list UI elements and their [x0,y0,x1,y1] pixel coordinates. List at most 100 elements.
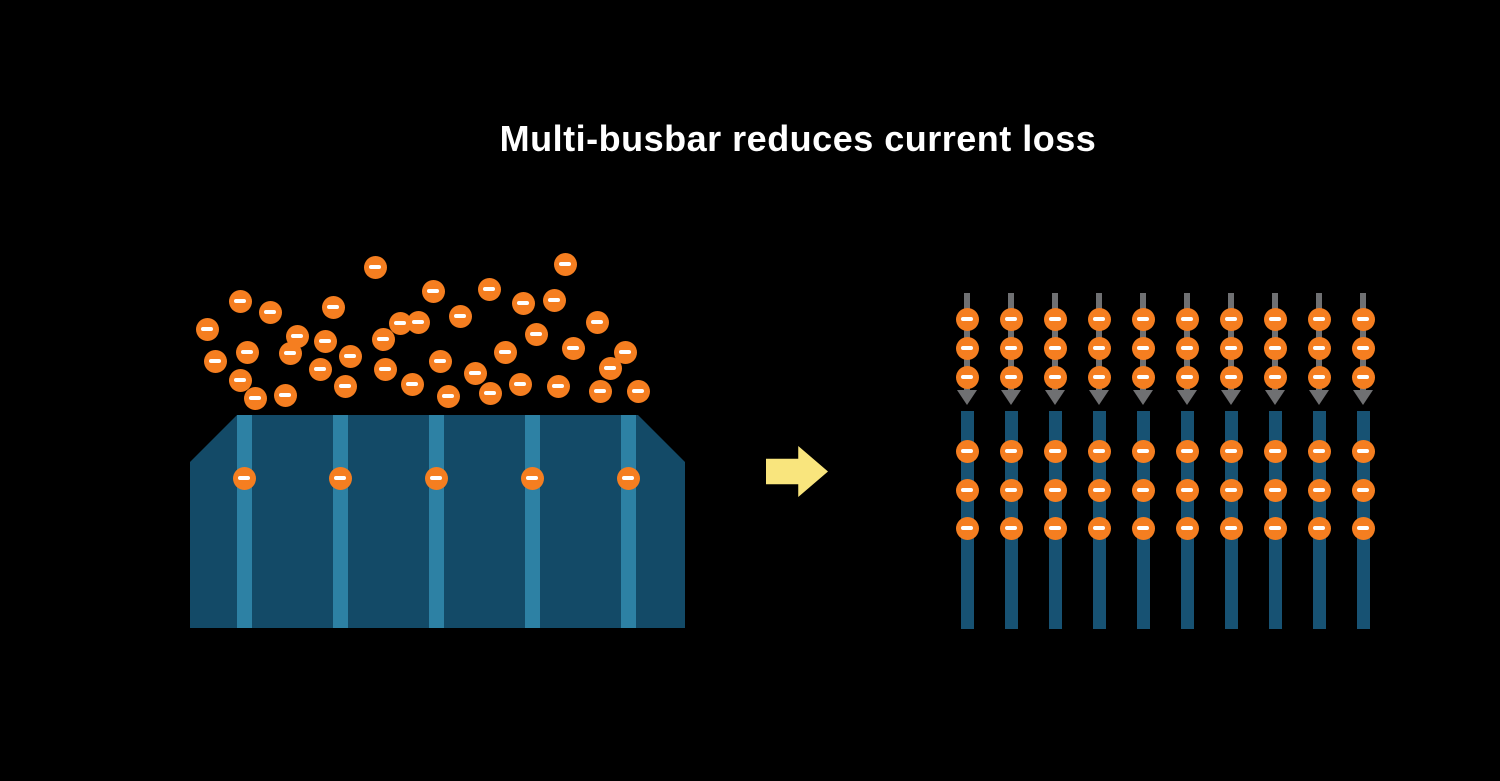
electron-icon [273,383,297,407]
electron-icon [1307,516,1331,540]
minus-icon [603,366,617,370]
minus-icon [1048,526,1062,530]
electron-icon [1131,439,1155,463]
electron-icon [1175,365,1199,389]
minus-icon [1136,375,1150,379]
electron-icon [1087,365,1111,389]
minus-icon [1312,526,1326,530]
electron-icon [232,466,256,490]
electron-icon [999,439,1023,463]
current-arrow-head-icon [1133,390,1153,405]
minus-icon [1180,346,1194,350]
electron-icon [1307,365,1331,389]
electron-icon [493,340,517,364]
minus-icon [513,382,527,386]
minus-icon [393,321,407,325]
electron-icon [1087,336,1111,360]
electron-icon [1263,365,1287,389]
current-arrow-head-icon [1309,390,1329,405]
minus-icon [566,346,580,350]
minus-icon [208,359,222,363]
minus-icon [313,367,327,371]
electron-icon [1263,516,1287,540]
electron-icon [371,327,395,351]
electron-icon [1175,307,1199,331]
electron-icon [1219,516,1243,540]
electron-icon [1131,478,1155,502]
minus-icon [1356,526,1370,530]
minus-icon [547,298,561,302]
electron-icon [478,381,502,405]
electron-icon [613,340,637,364]
electron-icon [1131,336,1155,360]
diagram-title: Multi-busbar reduces current loss [499,118,1097,159]
electron-icon [1307,478,1331,502]
electron-icon [228,289,252,313]
minus-icon [1224,526,1238,530]
electron-icon [477,277,501,301]
minus-icon [368,265,382,269]
minus-icon [1224,317,1238,321]
busbar [236,415,252,628]
electron-icon [228,368,252,392]
minus-icon [1356,488,1370,492]
minus-icon [429,476,443,480]
electron-icon [955,478,979,502]
minus-icon [1048,449,1062,453]
electron-icon [626,379,650,403]
minus-icon [593,389,607,393]
current-arrow-head-icon [957,390,977,405]
electron-icon [511,291,535,315]
minus-icon [1356,375,1370,379]
electron-icon [1307,336,1331,360]
minus-icon [1136,526,1150,530]
minus-icon [1180,317,1194,321]
electron-icon [955,307,979,331]
minus-icon [1136,346,1150,350]
electron-icon [203,349,227,373]
current-arrow-head-icon [1045,390,1065,405]
minus-icon [960,488,974,492]
electron-icon [955,365,979,389]
minus-icon [1356,317,1370,321]
electron-icon [363,255,387,279]
electron-icon [1263,336,1287,360]
minus-icon [1092,317,1106,321]
electron-icon [1043,336,1067,360]
electron-icon [436,384,460,408]
electron-icon [421,279,445,303]
electron-icon [1043,478,1067,502]
minus-icon [558,262,572,266]
electron-icon [1175,336,1199,360]
minus-icon [290,334,304,338]
electron-icon [1351,516,1375,540]
minus-icon [960,526,974,530]
electron-icon [1219,307,1243,331]
electron-icon [1307,307,1331,331]
electron-icon [328,466,352,490]
electron-icon [448,304,472,328]
electron-icon [1131,365,1155,389]
minus-icon [1312,317,1326,321]
electron-icon [1351,439,1375,463]
minus-icon [1180,375,1194,379]
minus-icon [263,310,277,314]
electron-icon [553,252,577,276]
electron-icon [1219,365,1243,389]
minus-icon [343,354,357,358]
minus-icon [1312,346,1326,350]
minus-icon [1092,375,1106,379]
electron-icon [524,322,548,346]
busbar [428,415,444,628]
electron-icon [999,336,1023,360]
minus-icon [1268,526,1282,530]
minus-icon [1136,317,1150,321]
electron-icon [243,386,267,410]
minus-icon [1224,375,1238,379]
electron-icon [278,341,302,365]
electron-icon [1043,516,1067,540]
minus-icon [1312,488,1326,492]
electron-icon [999,307,1023,331]
minus-icon [498,350,512,354]
electron-icon [588,379,612,403]
